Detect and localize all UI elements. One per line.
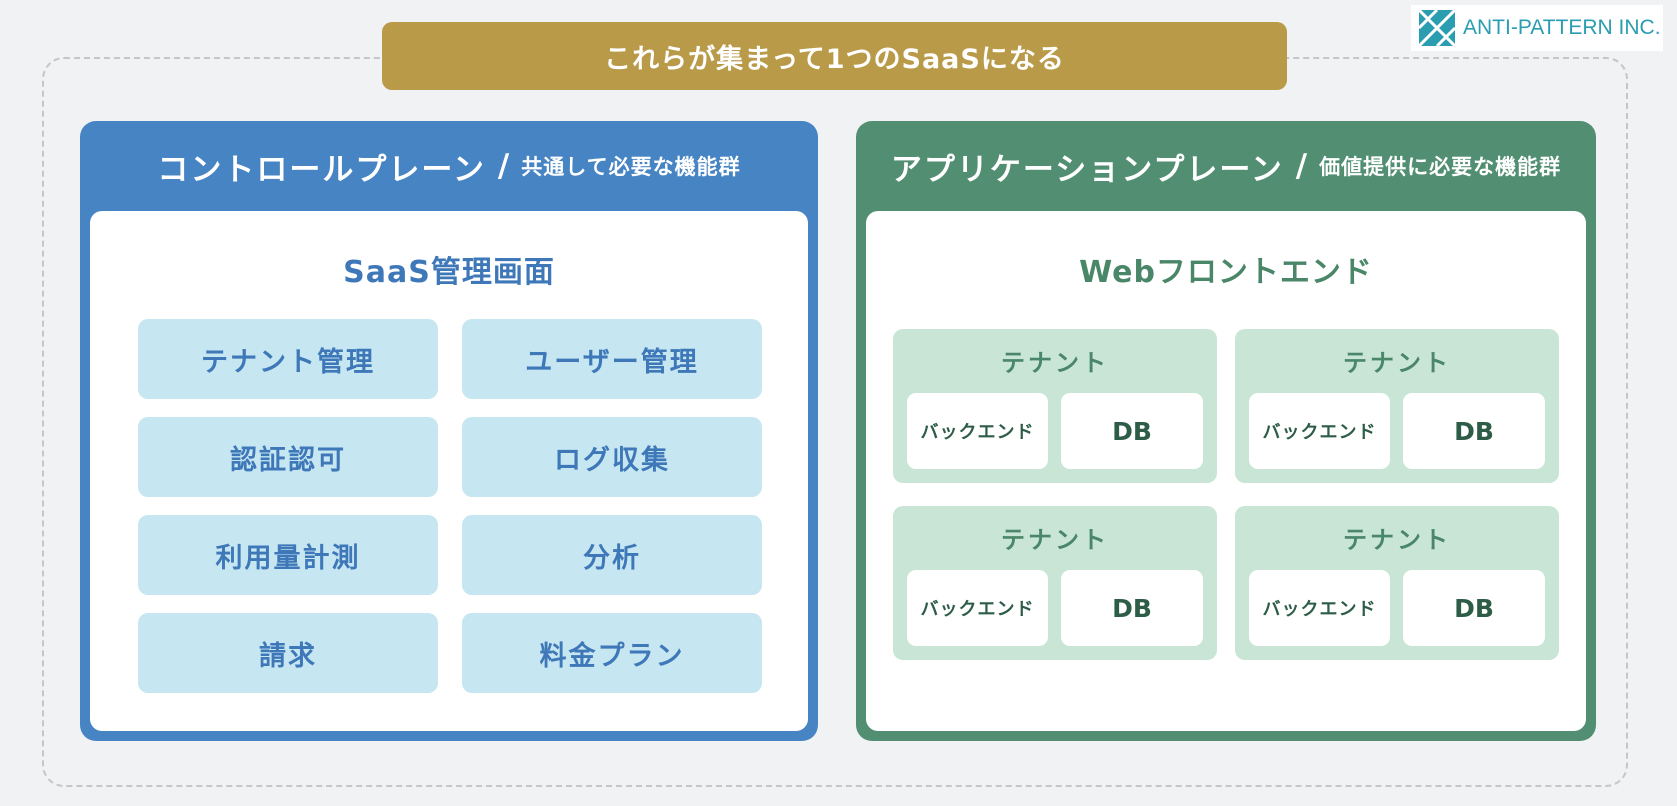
tenant-block: テナント バックエンド DB [893,506,1217,660]
tenant-block: テナント バックエンド DB [1235,329,1559,483]
tenant-label: テナント [1343,526,1451,554]
feature-analytics: 分析 [462,515,762,595]
feature-tenant-management: テナント管理 [138,319,438,399]
header-separator: / [1295,148,1308,184]
tenant-block: テナント バックエンド DB [1235,506,1559,660]
web-frontend-title: Webフロントエンド [1079,255,1373,290]
db-box: DB [1061,393,1203,469]
anti-pattern-logo-icon [1419,10,1455,46]
saas-banner: これらが集まって1つのSaaSになる [382,22,1287,90]
feature-authn-authz: 認証認可 [138,417,438,497]
control-plane-body: SaaS管理画面 テナント管理 ユーザー管理 認証認可 ログ収集 利用量計測 分… [90,211,808,731]
backend-box: バックエンド [907,393,1048,469]
feature-usage-metering: 利用量計測 [138,515,438,595]
feature-user-management: ユーザー管理 [462,319,762,399]
saas-admin-title: SaaS管理画面 [343,255,555,290]
application-plane-body: Webフロントエンド テナント バックエンド DB テナント バックエンド DB… [866,211,1586,731]
header-separator: / [497,148,510,184]
control-plane-panel: コントロールプレーン / 共通して必要な機能群 SaaS管理画面 テナント管理 … [80,121,818,741]
control-plane-header: コントロールプレーン / 共通して必要な機能群 [80,121,818,211]
application-plane-header: アプリケーションプレーン / 価値提供に必要な機能群 [856,121,1596,211]
feature-billing: 請求 [138,613,438,693]
tenant-label: テナント [1001,526,1109,554]
feature-log-collection: ログ収集 [462,417,762,497]
company-logo: ANTI-PATTERN INC. [1411,5,1663,51]
tenant-block: テナント バックエンド DB [893,329,1217,483]
control-plane-subtitle: 共通して必要な機能群 [521,155,741,179]
db-box: DB [1061,570,1203,646]
backend-box: バックエンド [1249,570,1390,646]
application-plane-panel: アプリケーションプレーン / 価値提供に必要な機能群 Webフロントエンド テナ… [856,121,1596,741]
application-plane-title: アプリケーションプレーン [890,151,1284,188]
feature-pricing-plans: 料金プラン [462,613,762,693]
backend-box: バックエンド [1249,393,1390,469]
db-box: DB [1403,570,1545,646]
backend-box: バックエンド [907,570,1048,646]
control-plane-title: コントロールプレーン [157,151,486,188]
logo-text: ANTI-PATTERN INC. [1463,16,1661,39]
db-box: DB [1403,393,1545,469]
application-plane-subtitle: 価値提供に必要な機能群 [1319,155,1562,179]
tenant-label: テナント [1001,349,1109,377]
tenant-label: テナント [1343,349,1451,377]
